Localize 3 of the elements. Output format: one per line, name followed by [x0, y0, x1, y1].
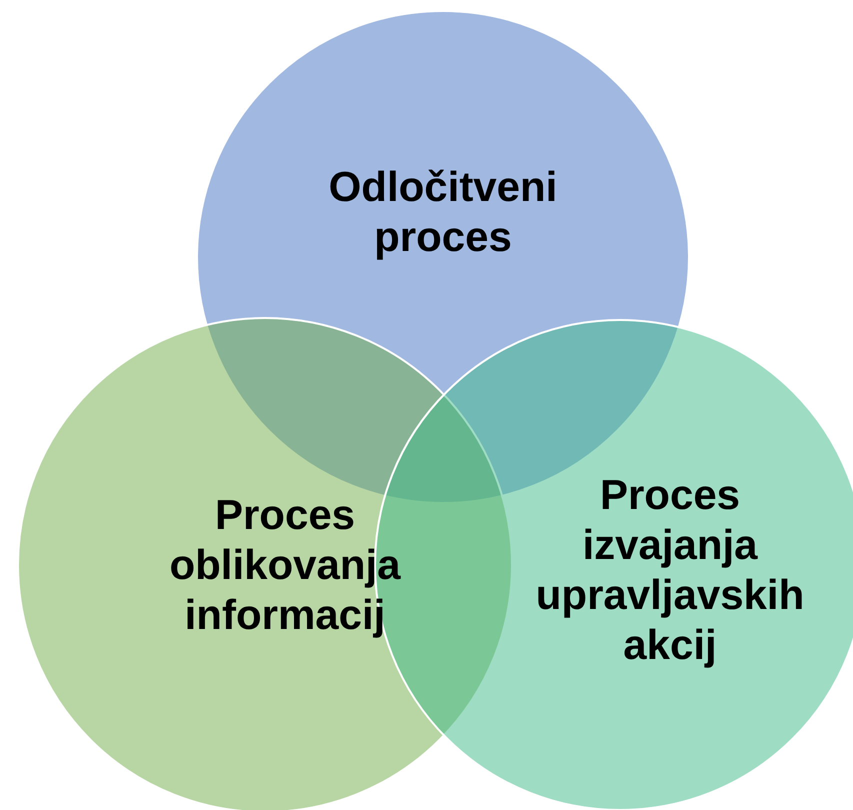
circle-label: Odločitveni proces: [328, 162, 558, 262]
circle-label: Proces oblikovanja informacij: [168, 490, 402, 640]
circle-label: Proces izvajanja upravljavskih akcij: [534, 470, 806, 670]
